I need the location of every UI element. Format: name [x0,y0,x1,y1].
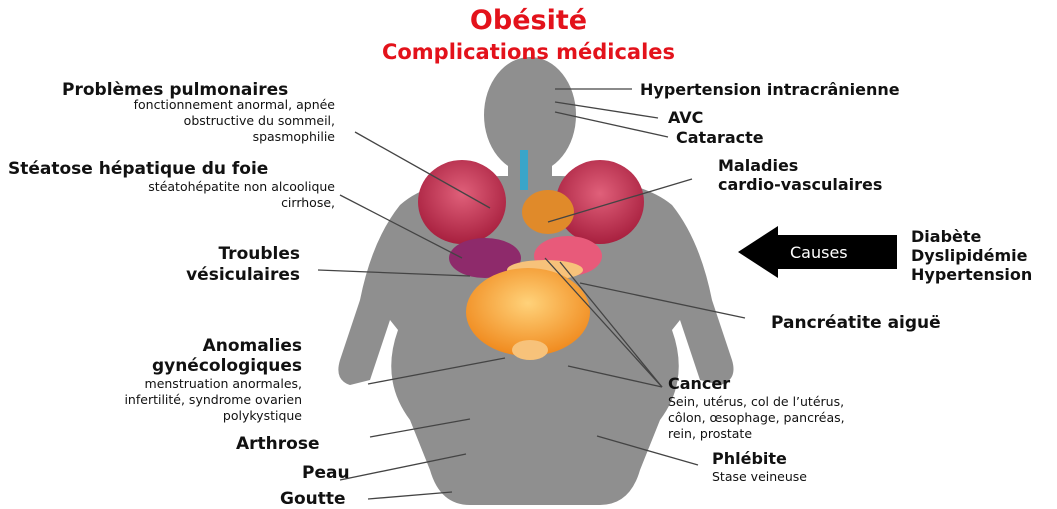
page-subtitle: Complications médicales [0,40,1057,64]
label-goutte: Goutte [280,489,346,509]
label-pancreatite: Pancréatite aiguë [771,313,941,333]
label-vesiculaires-2: vésiculaires [186,265,300,285]
label-gyneco-2: gynécologiques [152,356,302,376]
label-peau: Peau [302,463,350,483]
label-cardio-2: cardio-vasculaires [718,175,882,195]
page-title: Obésité [0,5,1057,36]
bladder [512,340,548,360]
phlebite-line: Stase veineuse [712,469,807,485]
label-cataracte: Cataracte [676,128,764,148]
cause-diabete: Diabète [911,227,981,247]
label-cardio-1: Maladies [718,156,798,176]
cancer-line-2: côlon, œsophage, pancréas, [668,410,845,426]
pulmonaires-line-1: fonctionnement anormal, apnée [134,97,335,113]
label-vesiculaires-1: Troubles [218,244,300,264]
gyneco-line-1: menstruation anormales, [145,376,302,392]
pulmonaires-line-3: spasmophilie [253,129,335,145]
label-steatose: Stéatose hépatique du foie [8,159,268,179]
steatose-line-1: stéatohépatite non alcoolique [148,179,335,195]
causes-arrow-label: Causes [790,243,848,262]
label-arthrose: Arthrose [236,434,319,454]
left-lung [418,160,506,244]
gyneco-line-2: infertilité, syndrome ovarien [124,392,302,408]
cause-dyslipidemie: Dyslipidémie [911,246,1027,266]
pulmonaires-line-2: obstructive du sommeil, [184,113,335,129]
label-hypertension-intracranienne: Hypertension intracrânienne [640,80,900,100]
cancer-line-3: rein, prostate [668,426,752,442]
gyneco-line-3: polykystique [223,408,302,424]
heart [522,190,574,234]
cause-hypertension: Hypertension [911,265,1032,285]
label-cancer: Cancer [668,374,730,394]
steatose-line-2: cirrhose, [281,195,335,211]
label-phlebite: Phlébite [712,449,787,469]
cancer-line-1: Sein, utérus, col de l’utérus, [668,394,844,410]
label-gyneco-1: Anomalies [203,336,302,356]
label-avc: AVC [668,108,703,128]
trachea [520,150,528,190]
